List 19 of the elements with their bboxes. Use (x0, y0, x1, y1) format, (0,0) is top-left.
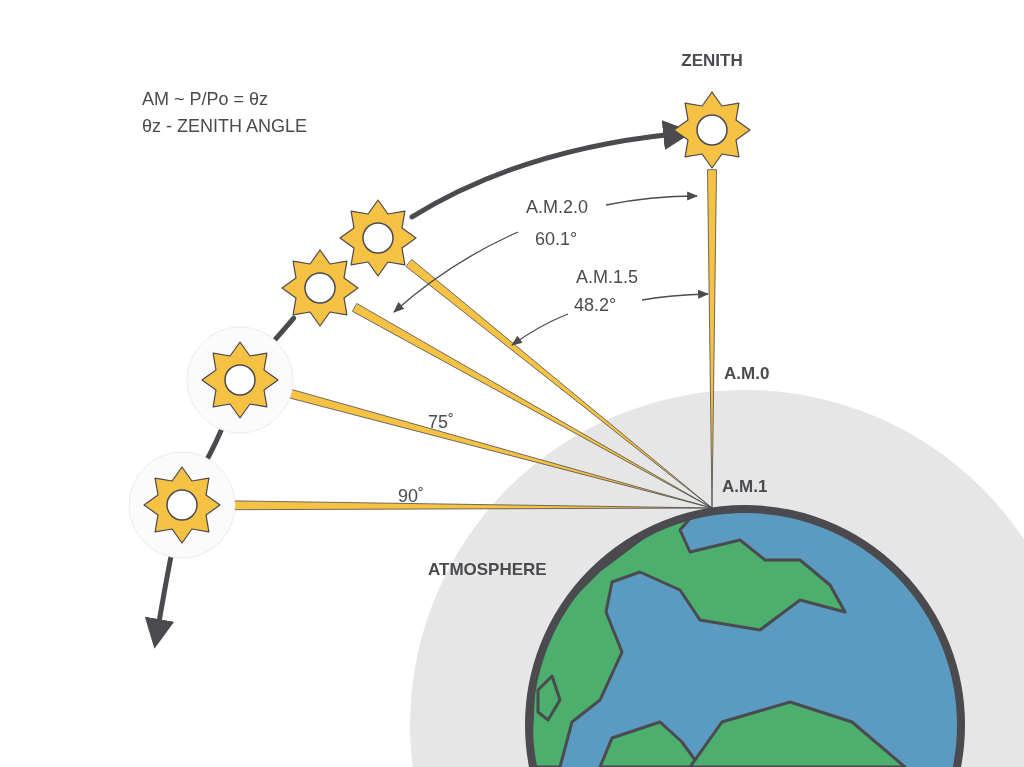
edge-label: A.M.0 (724, 364, 770, 384)
air-mass-label: A.M.1 (722, 477, 768, 497)
zenith-label: ZENITH (680, 51, 744, 71)
angle-value: 48.2° (574, 296, 617, 314)
angle-label: A.M.2.0 (526, 198, 589, 216)
light-beam (707, 169, 717, 509)
angle-value: 60.1° (535, 230, 578, 248)
sun-icon (339, 199, 417, 277)
atmosphere-label: ATMOSPHERE (428, 560, 547, 580)
sun-icon (128, 451, 236, 559)
angle-label: A.M.1.5 (576, 268, 639, 286)
sun-icon (186, 326, 294, 434)
edge-label: 75˚ (428, 412, 454, 433)
light-beam (405, 259, 713, 509)
formula-text: θz - ZENITH ANGLE (142, 117, 308, 135)
edge-label: 90˚ (398, 486, 424, 507)
sun-icon (281, 249, 359, 327)
formula-text: AM ~ P/Po = θz (142, 90, 269, 108)
light-beam (352, 303, 713, 509)
